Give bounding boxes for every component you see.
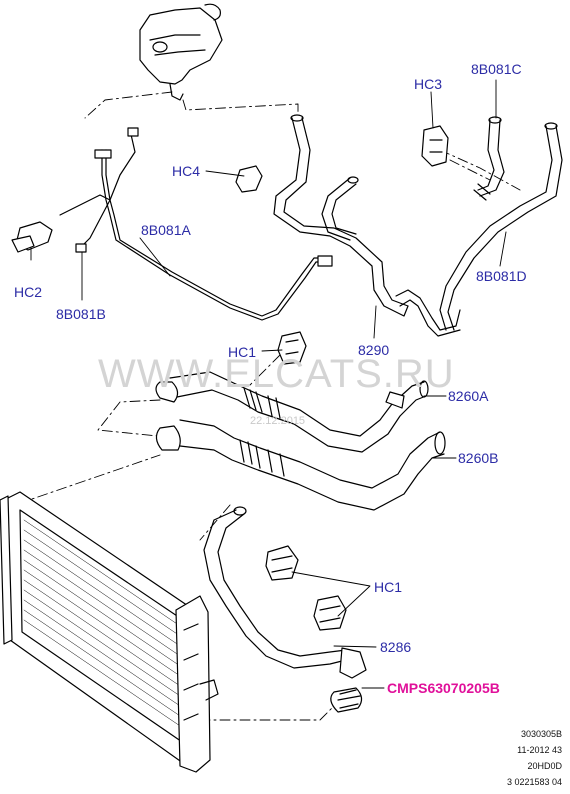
hose-8260b	[155, 419, 446, 511]
code-line-3: 20HD0D	[527, 761, 562, 771]
label-8b081b[interactable]: 8B081B	[56, 306, 106, 322]
label-hc1-bottom[interactable]: HC1	[374, 579, 403, 595]
hc3-clip	[421, 125, 449, 167]
label-hc1-top[interactable]: HC1	[228, 344, 257, 360]
hose-8b081d	[439, 122, 563, 331]
label-8b081a[interactable]: 8B081A	[141, 222, 191, 238]
code-line-1: 3030305B	[520, 729, 562, 739]
label-8286[interactable]: 8286	[380, 639, 412, 655]
hose-8b081c	[473, 116, 505, 201]
hc4-clip	[235, 165, 263, 193]
reference-codes: 3030305B 11-2012 43 20HD0D 3 0221583 04	[507, 726, 562, 790]
label-8290[interactable]: 8290	[358, 342, 390, 358]
label-8b081c[interactable]: 8B081C	[471, 61, 522, 77]
code-line-2: 11-2012 43	[517, 745, 562, 755]
watermark-date: 22.12.2015	[250, 415, 306, 427]
label-8260b[interactable]: 8260B	[458, 450, 499, 466]
harness-8b081	[11, 127, 333, 321]
leader-lines	[30, 79, 507, 689]
hc1-bottom-clips	[265, 545, 347, 631]
hose-8286	[203, 506, 367, 679]
label-hc3[interactable]: HC3	[414, 76, 443, 92]
hose-8290	[273, 114, 461, 337]
label-8260a[interactable]: 8260A	[448, 388, 489, 404]
label-hc2[interactable]: HC2	[14, 284, 43, 300]
watermark: WWW.ELCATS.RU	[98, 352, 455, 396]
label-cmps63070205b[interactable]: CMPS63070205B	[387, 680, 500, 696]
radiator	[0, 491, 219, 773]
label-hc4[interactable]: HC4	[172, 163, 201, 179]
hose-8260a	[155, 371, 429, 453]
label-8b081d[interactable]: 8B081D	[476, 268, 527, 284]
cmps-connector	[330, 687, 363, 713]
expansion-tank	[139, 3, 223, 101]
code-line-4: 3 0221583 04	[506, 777, 562, 787]
hc1-top-clip	[277, 331, 307, 365]
